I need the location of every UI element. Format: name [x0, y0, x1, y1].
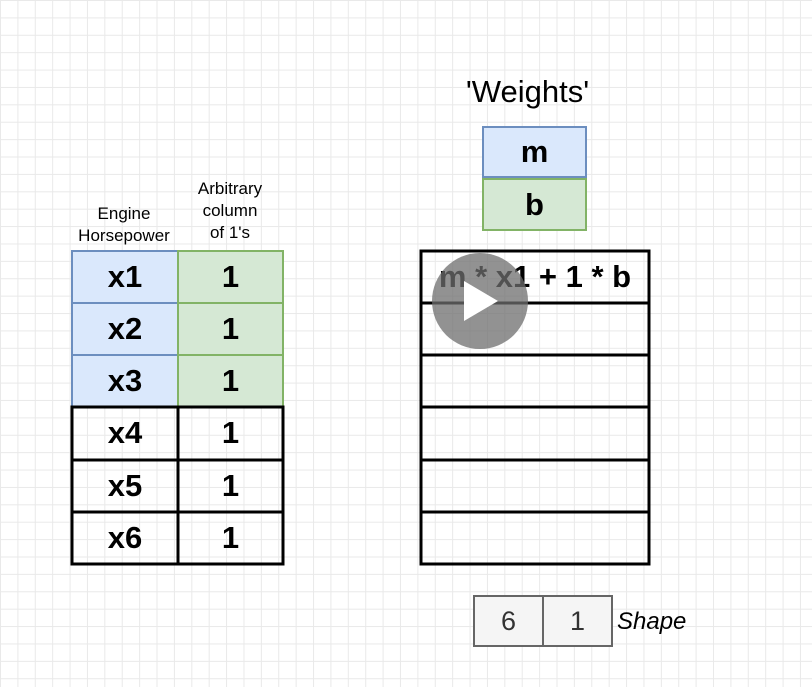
matrix-cell-x: x1 — [107, 259, 143, 294]
header-line: Engine — [97, 204, 151, 223]
matrix-cell-one: 1 — [221, 415, 240, 450]
matrix-cell-one: 1 — [221, 520, 240, 555]
matrix-cell-one: 1 — [221, 311, 240, 346]
matrix-cell-x: x4 — [107, 415, 143, 450]
ones-column-header: Arbitrary column of 1's — [170, 178, 290, 244]
play-icon — [464, 281, 498, 321]
ones-highlight-fill — [178, 251, 283, 407]
shape-rows: 6 — [473, 595, 544, 647]
matrix-cell-x: x2 — [107, 311, 143, 346]
shape-cols: 1 — [542, 595, 613, 647]
matrix-cell-one: 1 — [221, 468, 240, 503]
header-line: of 1's — [209, 223, 251, 242]
header-line: Arbitrary — [197, 179, 263, 198]
weight-m: m — [482, 126, 587, 178]
matrix-cell-x: x3 — [107, 363, 143, 398]
engine-horsepower-header: Engine Horsepower — [64, 203, 184, 247]
header-line: Horsepower — [78, 226, 170, 245]
shape-label: Shape — [617, 608, 687, 635]
x-highlight-fill — [72, 251, 178, 407]
matrix-cell-one: 1 — [221, 259, 240, 294]
header-line: column — [202, 201, 258, 220]
weights-title: 'Weights' — [465, 74, 590, 109]
matrix-cell-x: x6 — [107, 520, 143, 555]
play-button[interactable] — [432, 253, 528, 349]
weight-b: b — [482, 178, 587, 231]
matrix-cell-one: 1 — [221, 363, 240, 398]
matrix-cell-x: x5 — [107, 468, 143, 503]
